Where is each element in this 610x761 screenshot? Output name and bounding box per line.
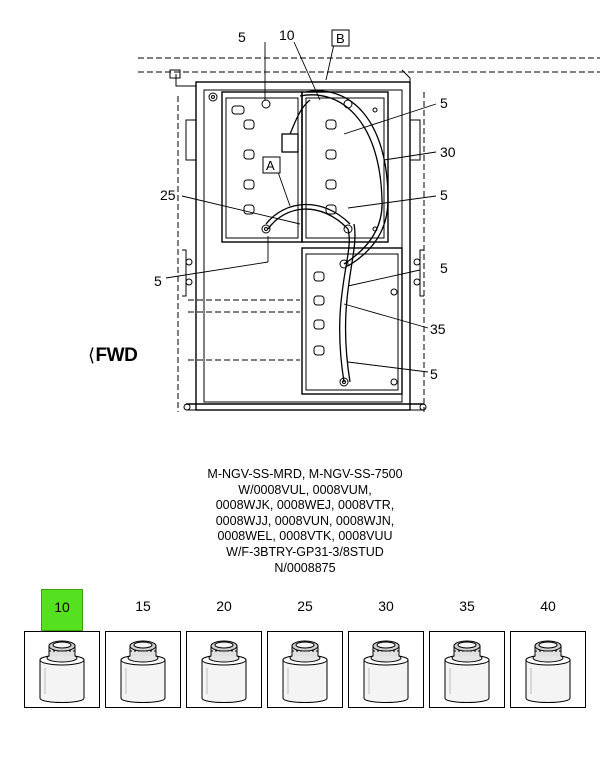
- caption-line: N/0008875: [274, 560, 336, 575]
- fwd-indicator: ⟨FWD: [88, 345, 138, 367]
- left-arrow-outline-icon: ⟨: [88, 345, 95, 365]
- callout-a-label: A: [266, 158, 275, 173]
- variant-tab-25[interactable]: 25: [297, 598, 313, 614]
- variant-tab-30[interactable]: 30: [378, 598, 394, 614]
- callout-box-b: [331, 29, 350, 47]
- leader-lines: [165, 41, 437, 373]
- part-tile-35[interactable]: [429, 631, 505, 708]
- battery-1: [221, 91, 303, 243]
- frame-rails: [138, 57, 600, 412]
- callout-25: 25: [160, 187, 176, 203]
- variant-tab-15[interactable]: 15: [135, 598, 151, 614]
- battery-cables: [265, 90, 389, 383]
- callout-5-right-4: 5: [430, 366, 438, 382]
- variant-tab-40[interactable]: 40: [540, 598, 556, 614]
- part-tile-10[interactable]: [24, 631, 100, 708]
- caption-line: 0008WJJ, 0008VUN, 0008WJN,: [215, 513, 395, 528]
- battery-tray: [169, 69, 427, 411]
- callout-5-right-1: 5: [440, 95, 448, 111]
- caption-line: W/F-3BTRY-GP31-3/8STUD: [226, 544, 384, 559]
- caption-line: M-NGV-SS-MRD, M-NGV-SS-7500: [207, 467, 403, 481]
- variant-tab-10[interactable]: 10: [41, 589, 83, 631]
- callout-5-right-2: 5: [440, 187, 448, 203]
- applicability-caption: M-NGV-SS-MRD, M-NGV-SS-7500 W/0008VUL, 0…: [180, 467, 430, 576]
- callout-5-top: 5: [238, 29, 246, 45]
- callout-labels: 5 10 B 5 30 A 25 5 5 5 35 5: [154, 27, 456, 382]
- caption-line: W/0008VUL, 0008VUM,: [238, 482, 372, 497]
- part-tile-15[interactable]: [105, 631, 181, 708]
- battery-box-diagram: 5 10 B 5 30 A 25 5 5 5 35 5: [138, 27, 600, 412]
- part-tile-25[interactable]: [267, 631, 343, 708]
- part-tile-20[interactable]: [186, 631, 262, 708]
- part-tile-30[interactable]: [348, 631, 424, 708]
- callout-30: 30: [440, 144, 456, 160]
- caption-line: 0008WJK, 0008WEJ, 0008VTR,: [215, 498, 395, 513]
- battery-3: [301, 247, 403, 395]
- callout-b-label: B: [336, 31, 345, 46]
- callout-5-right-3: 5: [440, 260, 448, 276]
- part-tile-40[interactable]: [510, 631, 586, 708]
- fwd-label: FWD: [95, 345, 138, 366]
- caption-line: 0008WEL, 0008VTK, 0008VUU: [217, 529, 393, 544]
- callout-10: 10: [279, 27, 295, 43]
- variant-tab-35[interactable]: 35: [459, 598, 475, 614]
- callout-box-a: [262, 156, 281, 174]
- variant-tab-20[interactable]: 20: [216, 598, 232, 614]
- callout-35: 35: [430, 321, 446, 337]
- callout-5-left: 5: [154, 273, 162, 289]
